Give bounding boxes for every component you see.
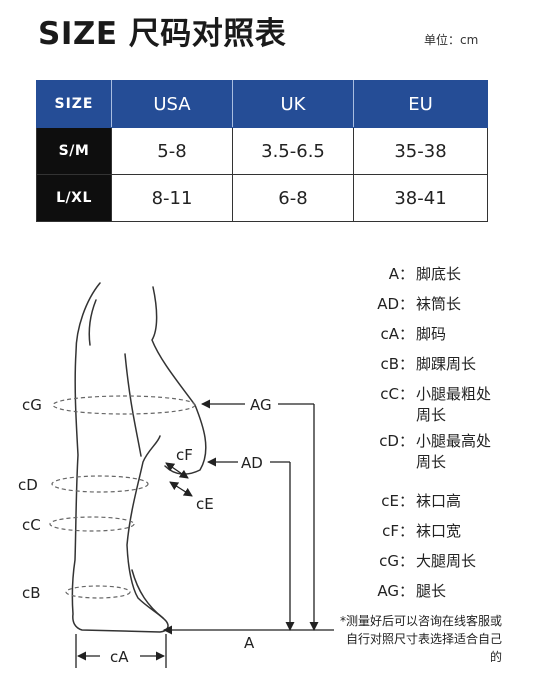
measure-lines bbox=[75, 399, 334, 668]
table-row: L/XL 8-11 6-8 38-41 bbox=[36, 174, 488, 222]
legend-key: cF： bbox=[382, 522, 414, 540]
legend-key: cB： bbox=[380, 355, 414, 373]
legend-key: AG： bbox=[377, 582, 414, 600]
legend-item: cE： 袜口高 bbox=[350, 491, 540, 521]
legend-key: A： bbox=[388, 265, 414, 283]
circumference-ellipses bbox=[49, 395, 196, 599]
ellipse-cb bbox=[65, 585, 131, 599]
legend-value: 脚码 bbox=[416, 325, 447, 343]
cell-eu-lxl: 38-41 bbox=[353, 174, 488, 222]
legend-value: 袜口高 bbox=[416, 492, 462, 510]
label-cf: cF bbox=[176, 446, 193, 464]
label-cc: cC bbox=[22, 516, 41, 534]
legend-item: cG： 大腿周长 bbox=[350, 551, 540, 581]
header-usa: USA bbox=[111, 80, 233, 128]
label-a: A bbox=[244, 634, 255, 652]
legend-item: cC： 小腿最粗处周长 bbox=[350, 384, 540, 431]
legend-value: 脚底长 bbox=[416, 265, 462, 283]
size-chart-table: SIZE USA UK EU S/M 5-8 3.5-6.5 35-38 L/X… bbox=[36, 80, 488, 222]
row-label-sm: S/M bbox=[36, 127, 112, 175]
legend-value: 小腿最粗处周长 bbox=[416, 385, 492, 424]
cell-usa-lxl: 8-11 bbox=[111, 174, 233, 222]
legend-key: cG： bbox=[379, 552, 414, 570]
ellipse-cc bbox=[49, 516, 135, 532]
label-ad: AD bbox=[241, 454, 263, 472]
legend-item: cD： 小腿最高处周长 bbox=[350, 431, 540, 491]
legend-value: 袜口宽 bbox=[416, 522, 462, 540]
unit-label: 单位：cm bbox=[424, 33, 479, 47]
legend-key: AD： bbox=[377, 295, 414, 313]
legend-value: 小腿最高处周长 bbox=[416, 432, 492, 471]
row-label-lxl: L/XL bbox=[36, 174, 112, 222]
legend-key: cA： bbox=[380, 325, 414, 343]
label-ag: AG bbox=[250, 396, 272, 414]
legend-value: 腿长 bbox=[416, 582, 447, 600]
legend-value: 袜筒长 bbox=[416, 295, 462, 313]
cell-eu-sm: 35-38 bbox=[353, 127, 488, 175]
cell-usa-sm: 5-8 bbox=[111, 127, 233, 175]
legend-item: AD： 袜筒长 bbox=[350, 294, 540, 324]
table-row: S/M 5-8 3.5-6.5 35-38 bbox=[36, 127, 488, 175]
header-eu: EU bbox=[353, 80, 488, 128]
header-size: SIZE bbox=[36, 80, 112, 128]
table-header-row: SIZE USA UK EU bbox=[36, 80, 488, 128]
label-ce: cE bbox=[196, 495, 214, 513]
label-cd: cD bbox=[18, 476, 38, 494]
measurement-legend: A： 脚底长 AD： 袜筒长 cA： 脚码 cB： 脚踝周长 cC： 小腿最粗处… bbox=[350, 264, 540, 611]
legend-key: cD： bbox=[379, 432, 414, 450]
label-cb: cB bbox=[22, 584, 41, 602]
legend-value: 脚踝周长 bbox=[416, 355, 477, 373]
ellipse-cd bbox=[51, 475, 149, 493]
legend-item: cF： 袜口宽 bbox=[350, 521, 540, 551]
page-title: SIZE 尺码对照表 bbox=[38, 16, 287, 52]
measurement-note: *测量好后可以咨询在线客服或自行对照尺寸表选择适合自己的 bbox=[340, 614, 503, 664]
legend-key: cC： bbox=[380, 385, 414, 403]
leg-measurement-diagram: cG cD cC cB cF cE AG AD A cA bbox=[18, 282, 334, 668]
label-ca: cA bbox=[110, 648, 129, 666]
cell-uk-sm: 3.5-6.5 bbox=[232, 127, 354, 175]
legend-item: cA： 脚码 bbox=[350, 324, 540, 354]
header-uk: UK bbox=[232, 80, 354, 128]
cell-uk-lxl: 6-8 bbox=[232, 174, 354, 222]
legend-item: A： 脚底长 bbox=[350, 264, 540, 294]
ellipse-cg bbox=[52, 395, 196, 415]
label-cg: cG bbox=[22, 396, 42, 414]
legend-item: cB： 脚踝周长 bbox=[350, 354, 540, 384]
legend-key: cE： bbox=[381, 492, 414, 510]
legend-value: 大腿周长 bbox=[416, 552, 477, 570]
legend-item: AG： 腿长 bbox=[350, 581, 540, 611]
